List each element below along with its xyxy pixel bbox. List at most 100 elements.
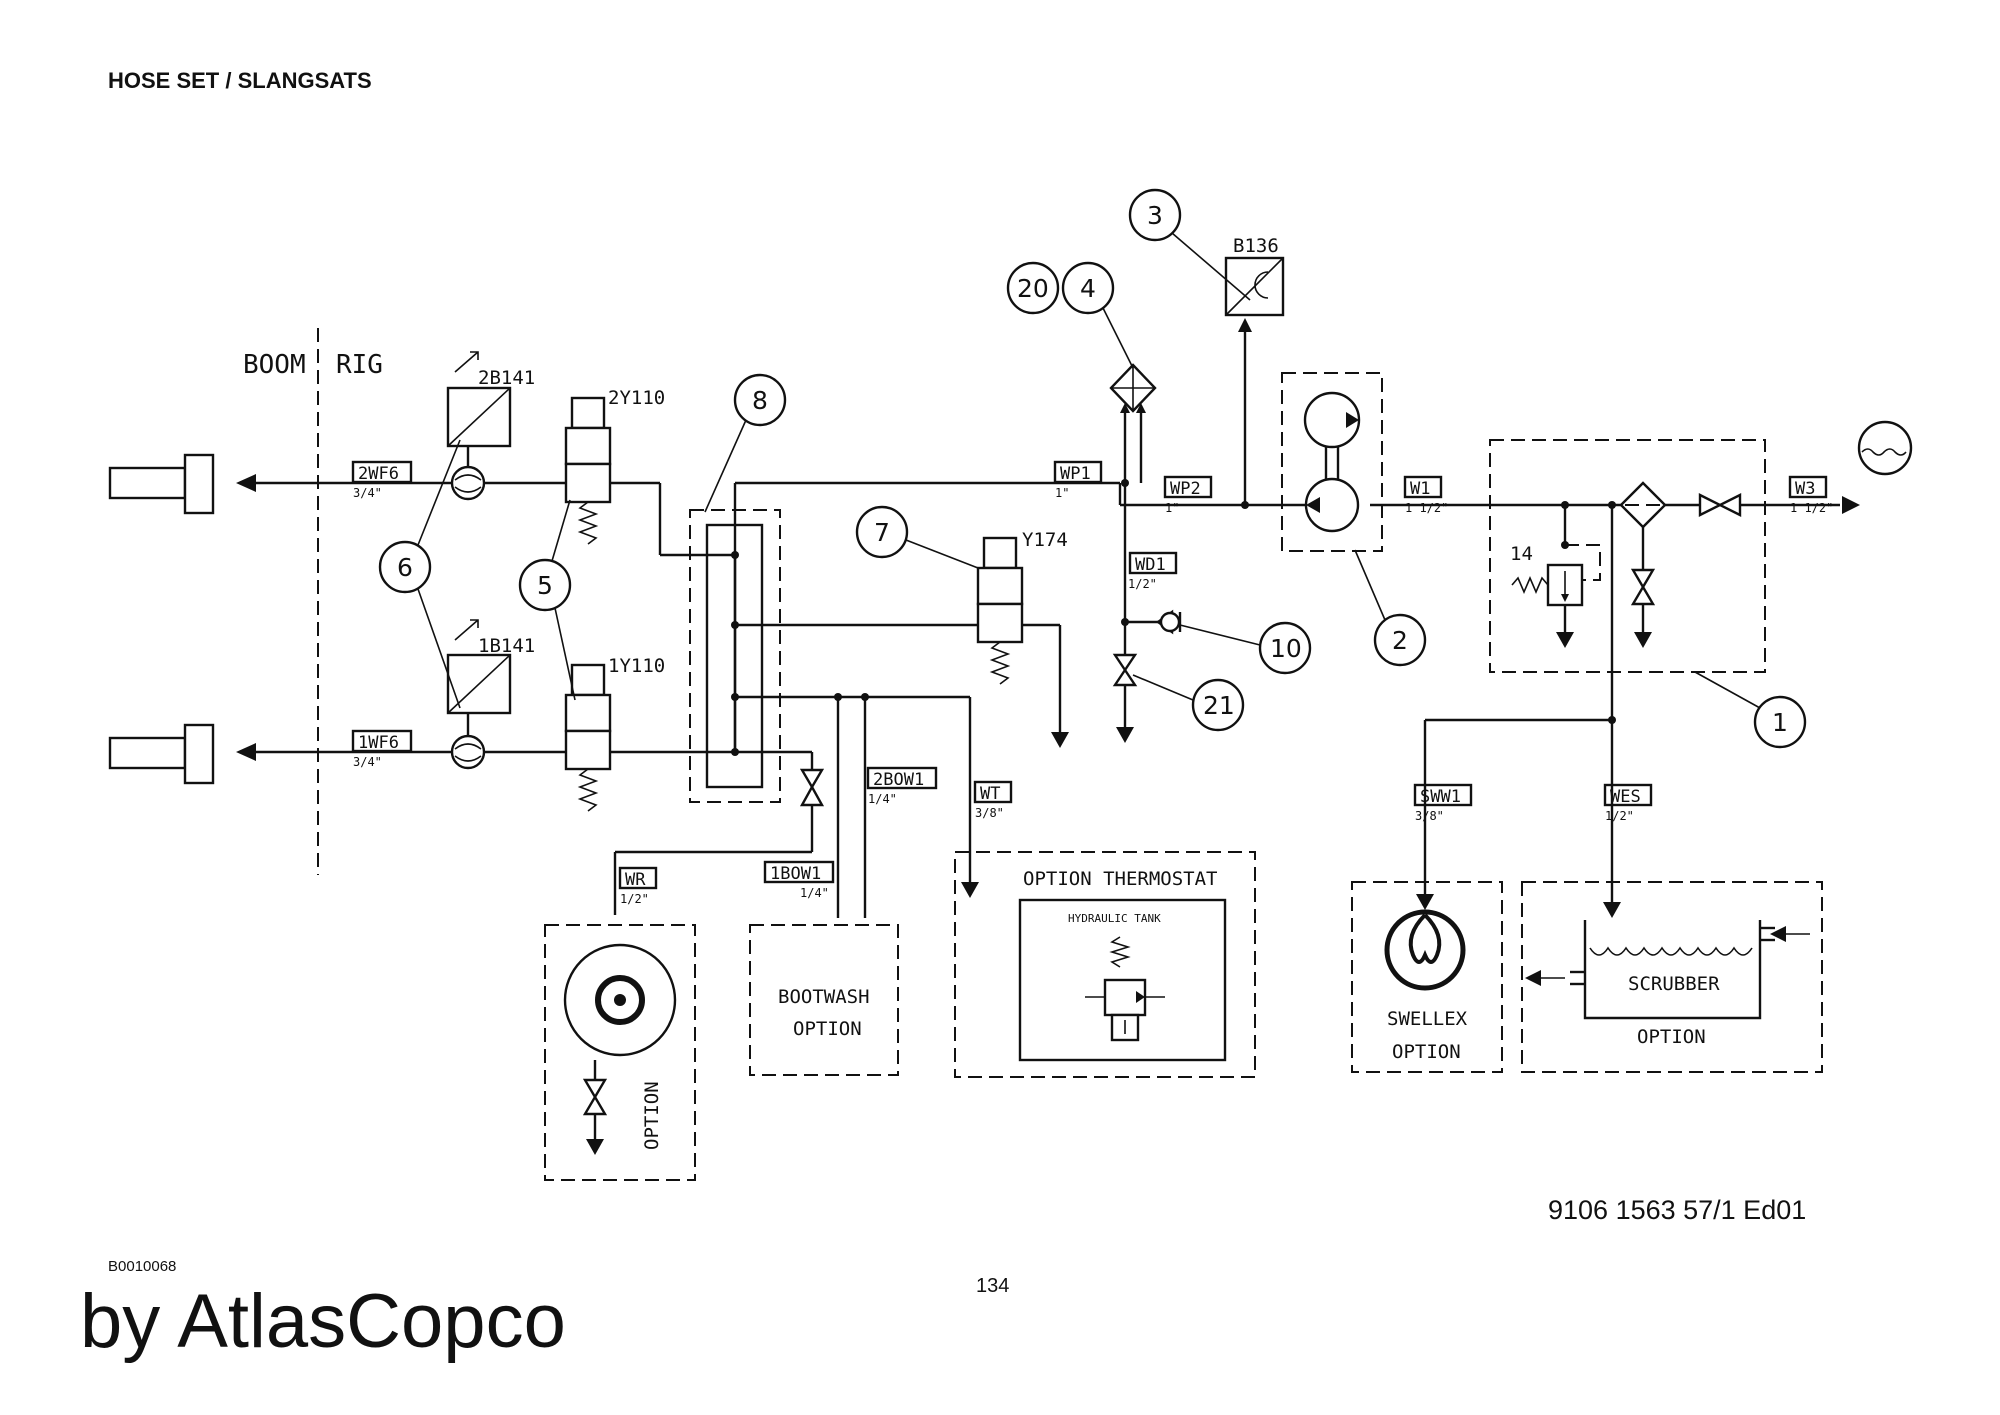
- hose-tags: 2WF6 3/4" 1WF6 3/4" WP1 1" WP2 1" WD1 1/…: [351, 460, 1833, 906]
- brand-footer: by AtlasCopco: [80, 1279, 566, 1364]
- valve-1y110-label: 1Y110: [608, 655, 665, 677]
- svg-text:7: 7: [874, 518, 890, 547]
- callout-3: 3: [1128, 188, 1251, 301]
- hose-tag-wt: WT 3/8": [973, 780, 1013, 820]
- boom-connector-top: [108, 453, 215, 515]
- flowmeter-bottom: [450, 713, 486, 770]
- svg-text:WD1: WD1: [1135, 555, 1166, 575]
- hose-tag-wp1: WP1 1": [1053, 460, 1103, 500]
- svg-text:1/2": 1/2": [620, 892, 649, 906]
- zone-boom-label: BOOM: [243, 350, 306, 380]
- svg-text:1/4": 1/4": [868, 792, 897, 806]
- valve-y174-label: Y174: [1022, 529, 1068, 551]
- water-source-icon: [1857, 420, 1913, 476]
- hose-tag-wd1: WD1 1/2": [1128, 551, 1178, 591]
- hose-tag-wp2: WP2 1": [1163, 475, 1213, 515]
- svg-text:2: 2: [1392, 626, 1408, 655]
- swellex-option: SWELLEX OPTION: [1351, 881, 1503, 1073]
- hose-tag-w1: W1 1 1/2": [1403, 475, 1448, 515]
- hose-tag-wr: WR 1/2": [618, 866, 658, 906]
- reel-option: OPTION: [544, 768, 825, 1181]
- svg-text:1/4": 1/4": [800, 886, 829, 900]
- svg-text:3/4": 3/4": [353, 755, 382, 769]
- svg-text:3: 3: [1147, 201, 1163, 230]
- bootwash-option: BOOTWASH OPTION: [749, 924, 899, 1076]
- svg-text:4: 4: [1080, 274, 1096, 303]
- svg-text:1": 1": [1165, 501, 1179, 515]
- callout-8: 8: [704, 373, 787, 513]
- svg-text:WT: WT: [980, 784, 1000, 804]
- reel-option-label: OPTION: [641, 1081, 663, 1150]
- main-line-bottom: [236, 743, 814, 915]
- svg-text:1 1/2": 1 1/2": [1790, 501, 1833, 515]
- svg-text:8: 8: [752, 386, 768, 415]
- svg-text:WES: WES: [1610, 787, 1641, 807]
- valve-2y110: 2Y110: [564, 387, 665, 545]
- swellex-label-2: OPTION: [1392, 1041, 1461, 1063]
- hose-tag-sww1: SWW1 3/8": [1413, 783, 1473, 823]
- callout-6: 6: [378, 439, 461, 709]
- scrubber-option: SCRUBBER OPTION: [1521, 881, 1823, 1073]
- valve-y174: Y174: [976, 529, 1069, 748]
- scrubber-label: SCRUBBER: [1628, 973, 1720, 995]
- ball-valve-21: [1112, 653, 1138, 743]
- bootwash-label-2: OPTION: [793, 1018, 862, 1040]
- callout-2: 2: [1354, 549, 1427, 667]
- svg-text:1/2": 1/2": [1605, 809, 1634, 823]
- pressure-sensor-label: B136: [1233, 235, 1279, 257]
- swellex-label-1: SWELLEX: [1387, 1008, 1468, 1030]
- svg-text:2BOW1: 2BOW1: [873, 770, 924, 790]
- boom-connector-bottom: [108, 723, 215, 785]
- hose-tag-2bow1: 2BOW1 1/4": [866, 766, 938, 806]
- sensor-2b141: 2B141: [446, 351, 535, 448]
- callout-5: 5: [518, 499, 576, 701]
- svg-text:3/8": 3/8": [975, 806, 1004, 820]
- callouts: 3 20 4 8 7 6 5 10 21 2 1: [378, 188, 1807, 749]
- document-number: 9106 1563 57/1 Ed01: [1548, 1195, 1807, 1225]
- svg-text:1WF6: 1WF6: [358, 733, 399, 753]
- svg-text:3/8": 3/8": [1415, 809, 1444, 823]
- svg-text:2WF6: 2WF6: [358, 464, 399, 484]
- svg-text:SWW1: SWW1: [1420, 787, 1461, 807]
- svg-text:WP2: WP2: [1170, 479, 1201, 499]
- svg-text:WP1: WP1: [1060, 464, 1091, 484]
- svg-text:5: 5: [537, 571, 553, 600]
- svg-text:1BOW1: 1BOW1: [770, 864, 821, 884]
- svg-text:W3: W3: [1795, 479, 1815, 499]
- callout-10: 10: [1179, 621, 1312, 675]
- hydraulic-tank-label: HYDRAULIC TANK: [1068, 912, 1161, 925]
- svg-text:1": 1": [1055, 486, 1069, 500]
- thermostat-option: OPTION THERMOSTAT HYDRAULIC TANK: [954, 851, 1256, 1078]
- pump-2: [1281, 372, 1383, 552]
- svg-text:W1: W1: [1410, 479, 1430, 499]
- svg-text:1: 1: [1772, 708, 1788, 737]
- callout-7: 7: [855, 505, 979, 569]
- pressure-sensor-b136: B136: [1224, 235, 1285, 509]
- hose-tag-w3: W3 1 1/2": [1788, 475, 1833, 515]
- reference-code: B0010068: [108, 1258, 177, 1275]
- svg-text:1/2": 1/2": [1128, 577, 1157, 591]
- sensor-1b141: 1B141: [446, 619, 535, 715]
- page-number: 134: [976, 1275, 1010, 1297]
- callout-20: 20: [1006, 261, 1060, 315]
- hose-tag-2wf6: 2WF6 3/4": [351, 460, 413, 500]
- svg-text:21: 21: [1203, 691, 1235, 720]
- valve-2y110-label: 2Y110: [608, 387, 665, 409]
- svg-text:6: 6: [397, 553, 413, 582]
- svg-text:WR: WR: [625, 870, 646, 890]
- callout-4: 4: [1061, 261, 1134, 369]
- page-title: HOSE SET / SLANGSATS: [108, 68, 372, 93]
- sensor-1b141-label: 1B141: [478, 635, 535, 657]
- filter-unit-1: 14: [1489, 439, 1766, 905]
- water-distribution-lines: [1416, 716, 1621, 918]
- valve-1y110: 1Y110: [564, 655, 665, 812]
- zone-rig-label: RIG: [336, 350, 383, 380]
- bootwash-label-1: BOOTWASH: [778, 986, 870, 1008]
- thermostat-title: OPTION THERMOSTAT: [1023, 868, 1217, 890]
- branch-lines: [834, 693, 979, 918]
- check-valve-10: [1121, 609, 1182, 635]
- boom-rig-divider: BOOM RIG: [243, 328, 383, 875]
- svg-text:3/4": 3/4": [353, 486, 382, 500]
- sensor-2b141-label: 2B141: [478, 367, 535, 389]
- svg-text:1 1/2": 1 1/2": [1405, 501, 1448, 515]
